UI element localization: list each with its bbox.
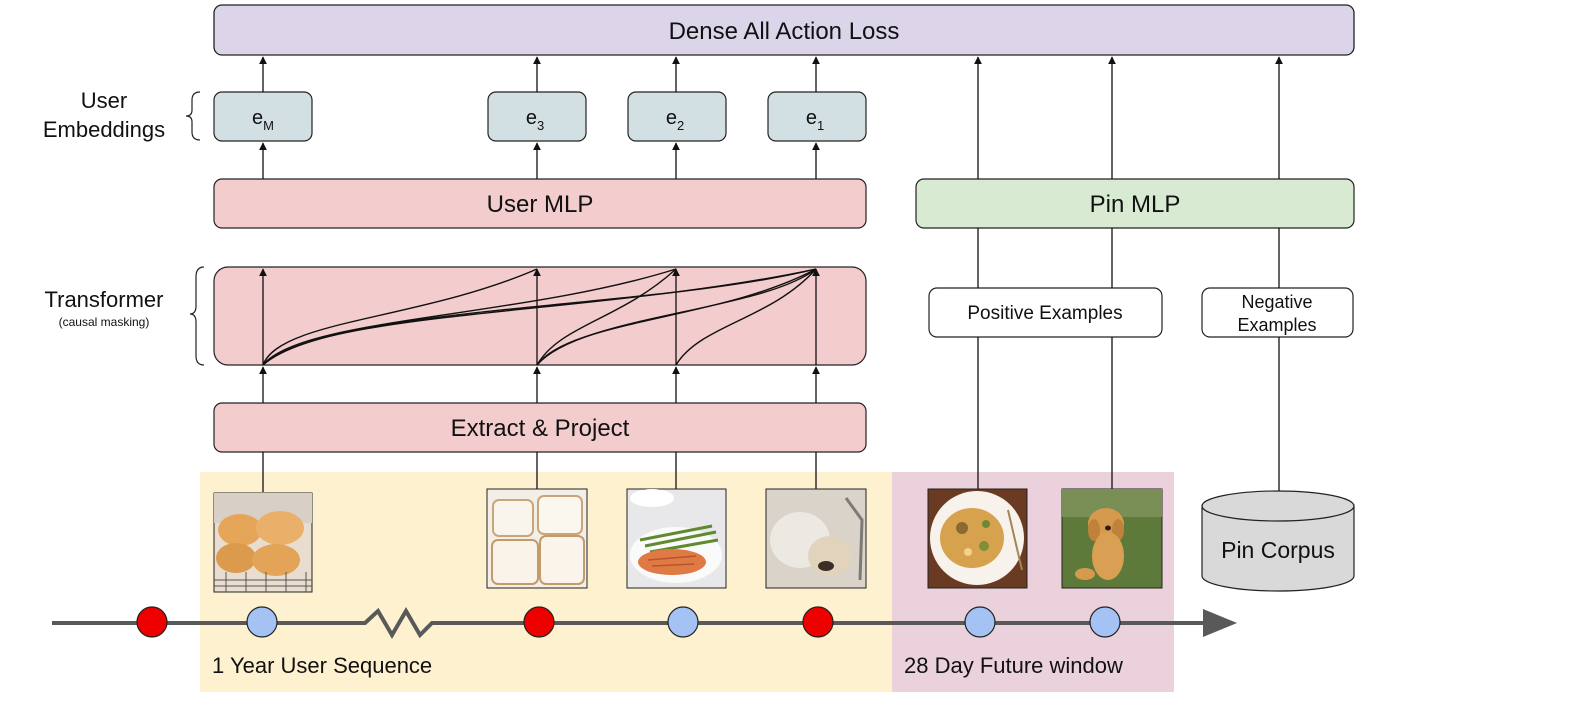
user-mlp-label: User MLP — [487, 191, 594, 218]
transformer-label: Transformer — [45, 287, 164, 312]
pin-mlp-box — [915, 178, 1355, 229]
embedding-eM-base: e — [252, 107, 263, 129]
user-embeddings-label-line2: Embeddings — [43, 117, 165, 142]
image-golden-retriever-puppy — [1061, 488, 1163, 589]
timeline — [52, 606, 1237, 639]
pin-corpus-label: Pin Corpus — [1221, 537, 1335, 563]
timeline-dot-positive — [667, 606, 699, 638]
embedding-e1-sub: 1 — [817, 118, 824, 133]
pin-corpus-cylinder — [1201, 490, 1355, 592]
svg-text:e3: e3 — [526, 107, 544, 133]
embedding-e3-base: e — [526, 107, 537, 129]
image-salmon-asparagus — [626, 488, 727, 589]
embedding-box-e3: e3 — [487, 91, 587, 142]
transformer-box — [213, 266, 867, 366]
embedding-box-eM: eM — [213, 91, 313, 142]
positive-examples-box — [928, 287, 1163, 338]
image-sleeping-dog — [765, 488, 867, 589]
negative-examples-label-line1: Negative — [1241, 292, 1312, 312]
timeline-dot-negative — [802, 606, 834, 638]
svg-text:e2: e2 — [666, 107, 684, 133]
svg-text:e1: e1 — [806, 107, 824, 133]
connector-arrows — [259, 56, 1283, 492]
svg-text:eM: eM — [252, 107, 274, 133]
image-sliced-bread — [486, 488, 588, 589]
image-pasta-dish — [927, 488, 1028, 589]
timeline-axis — [52, 607, 1210, 639]
past-sequence-label: 1 Year User Sequence — [212, 653, 432, 678]
timeline-dot-positive — [246, 606, 278, 638]
embedding-e2-sub: 2 — [677, 118, 684, 133]
extract-project-box — [213, 402, 867, 453]
user-embeddings-brace — [185, 91, 201, 141]
embedding-e3-sub: 3 — [537, 118, 544, 133]
future-window-label: 28 Day Future window — [904, 653, 1123, 678]
negative-examples-label-line2: Examples — [1237, 315, 1316, 335]
embedding-eM-sub: M — [263, 118, 274, 133]
dense-all-action-loss-box — [213, 4, 1355, 56]
timeline-dot-positive — [1089, 606, 1121, 638]
pin-mlp-label: Pin MLP — [1090, 191, 1181, 218]
timeline-dot-negative — [523, 606, 555, 638]
embedding-box-e1: e1 — [767, 91, 867, 142]
image-bread-rolls — [213, 492, 313, 593]
dense-all-action-loss-label: Dense All Action Loss — [669, 18, 900, 45]
embedding-e2-base: e — [666, 107, 677, 129]
user-embeddings-label-line1: User — [81, 88, 127, 113]
embedding-e1-base: e — [806, 107, 817, 129]
embedding-box-e2: e2 — [627, 91, 727, 142]
causal-attention-curves — [262, 268, 817, 366]
extract-project-label: Extract & Project — [451, 415, 630, 442]
timeline-dot-positive — [964, 606, 996, 638]
transformer-brace — [189, 266, 205, 366]
negative-examples-box — [1201, 287, 1354, 338]
positive-examples-label: Positive Examples — [967, 303, 1122, 324]
timeline-dot-negative — [136, 606, 168, 638]
transformer-sublabel: (causal masking) — [59, 315, 150, 329]
user-mlp-box — [213, 178, 867, 229]
timeline-arrowhead — [1203, 609, 1237, 637]
